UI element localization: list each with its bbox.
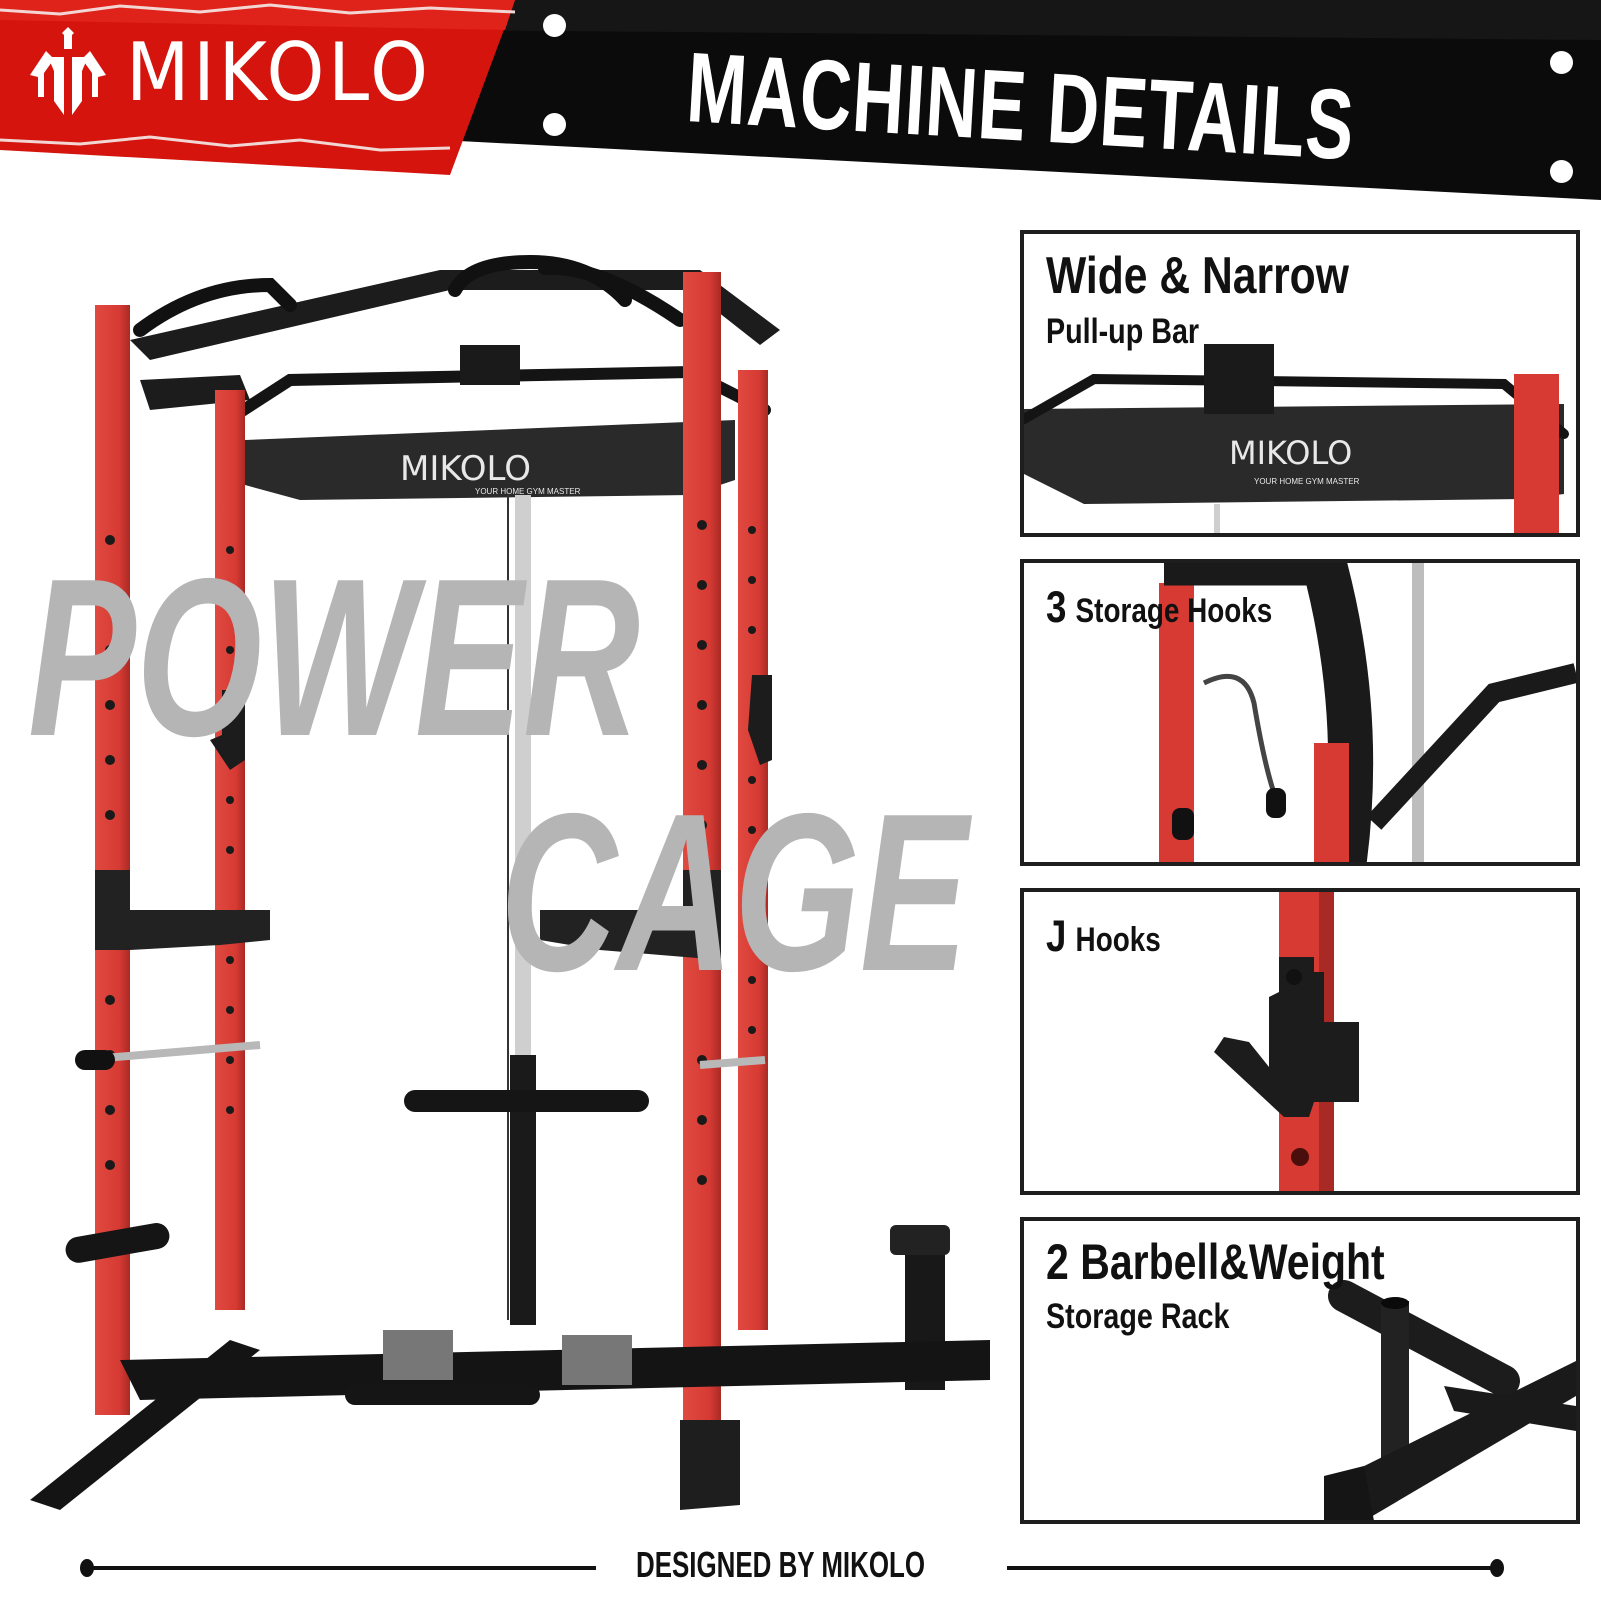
crossbar-brand: MIKOLO xyxy=(400,449,531,489)
detail-panel-pullup-bar: MIKOLO YOUR HOME GYM MASTER Wide & Narro… xyxy=(1020,230,1580,537)
storage-hooks-image xyxy=(1159,563,1576,862)
panel-title-text: Hooks xyxy=(1075,921,1161,959)
detail-panel-storage-rack: 2 Barbell&Weight Storage Rack xyxy=(1020,1217,1580,1524)
footer-dot-left xyxy=(80,1559,94,1577)
panel-number: J xyxy=(1046,911,1067,961)
storage-rack-image xyxy=(1324,1280,1576,1520)
crossbar-tagline: YOUR HOME GYM MASTER xyxy=(475,487,581,496)
rivet-icon xyxy=(1550,160,1573,183)
detail-panel-j-hooks: J Hooks xyxy=(1020,888,1580,1195)
j-hooks-image xyxy=(1214,892,1359,1191)
footer-line-right xyxy=(1007,1566,1497,1570)
panel-title-text: Storage Hooks xyxy=(1075,592,1273,630)
rivet-icon xyxy=(543,113,566,136)
panel-title: 2 Barbell&Weight xyxy=(1046,1237,1385,1287)
svg-text:YOUR HOME GYM MASTER: YOUR HOME GYM MASTER xyxy=(1254,477,1360,486)
panel-number: 2 xyxy=(1046,1234,1069,1290)
watermark-cage: CAGE xyxy=(500,766,969,1018)
panel-title: J Hooks xyxy=(1046,914,1161,959)
svg-text:MIKOLO: MIKOLO xyxy=(1229,434,1352,472)
footer-dot-right xyxy=(1490,1559,1504,1577)
mikolo-logo-icon xyxy=(30,27,106,115)
panel-title: 3 Storage Hooks xyxy=(1046,585,1272,630)
panel-subtitle: Pull-up Bar xyxy=(1046,312,1200,351)
brand-name: MIKOLO xyxy=(126,26,432,119)
watermark-power: POWER xyxy=(28,531,641,783)
brand-logo: MIKOLO xyxy=(24,26,458,119)
rivet-icon xyxy=(543,14,566,37)
footer-line-left xyxy=(88,1566,596,1570)
footer-text: DESIGNED BY MIKOLO xyxy=(636,1544,926,1585)
panel-title-text: Barbell&Weight xyxy=(1080,1234,1385,1290)
panel-number: 3 xyxy=(1046,582,1067,632)
detail-panel-storage-hooks: 3 Storage Hooks xyxy=(1020,559,1580,866)
header-red-banner xyxy=(0,0,516,175)
power-cage-illustration: MIKOLO YOUR HOME GYM MASTER xyxy=(30,254,990,1510)
pullup-bar-image: MIKOLO YOUR HOME GYM MASTER xyxy=(1024,344,1569,533)
header-black-banner xyxy=(440,0,1601,200)
panel-title: Wide & Narrow xyxy=(1046,247,1349,305)
rivet-icon xyxy=(1550,51,1573,74)
panel-subtitle: Storage Rack xyxy=(1046,1297,1230,1336)
